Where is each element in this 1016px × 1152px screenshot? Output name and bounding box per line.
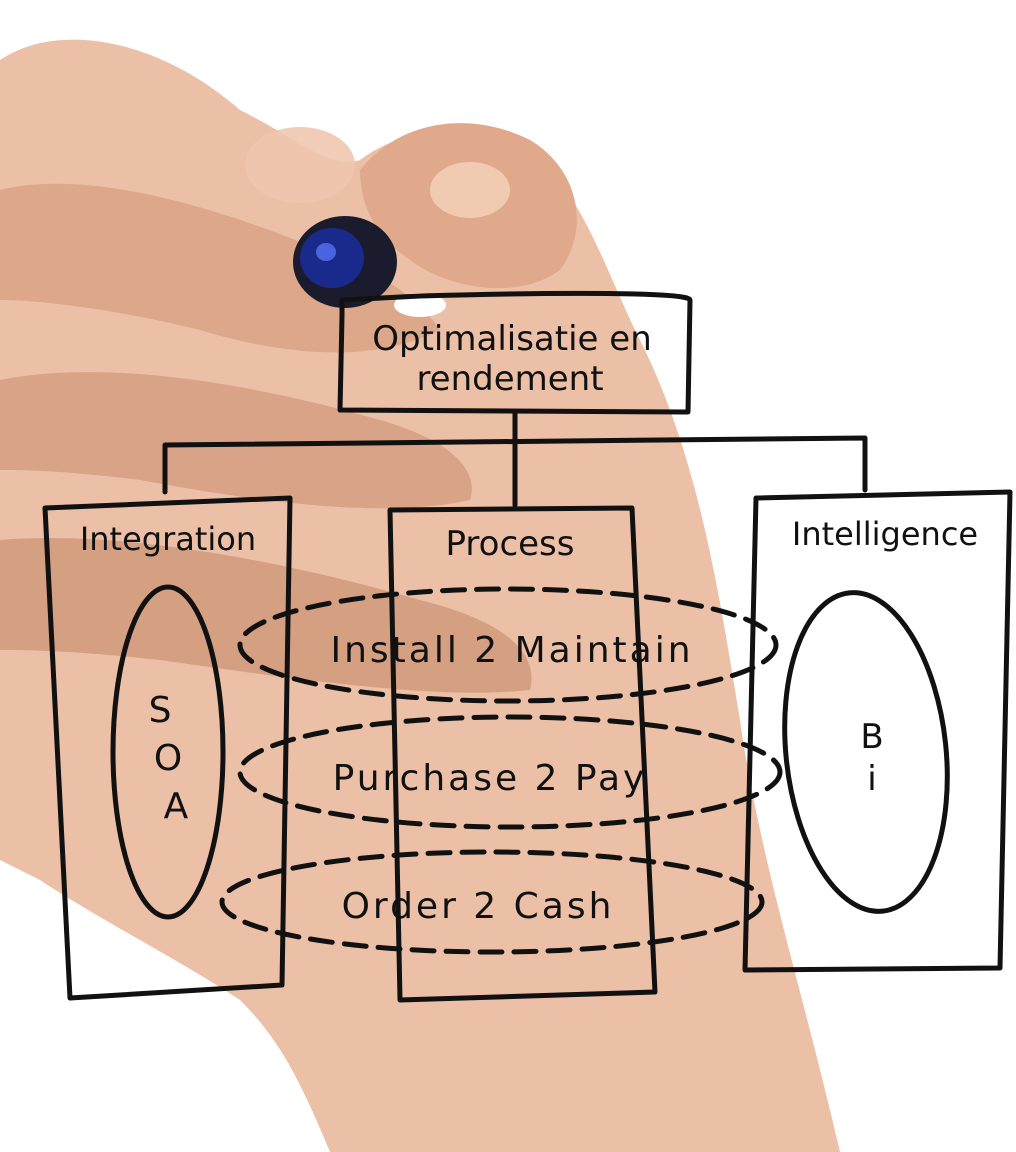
finger-upper [0,183,440,353]
integration-box [42,495,293,1001]
column-process: Process [387,505,658,1003]
intelligence-title: Intelligence [792,515,978,553]
process-ovals: Install 2 Maintain Purchase 2 Pay Order … [219,586,783,955]
bi-oval [782,590,950,914]
soa-letter-a: A [164,786,189,827]
finger-middle [0,372,472,509]
soa-letter-s: S [149,690,172,731]
connector-bar [162,435,868,495]
soa-letter-o: O [154,738,182,779]
process-label-install: Install 2 Maintain [330,630,693,671]
soa-oval [110,584,226,920]
top-box-line2: rendement [416,359,603,399]
top-box-line1: Optimalisatie en [372,319,652,359]
process-label-order: Order 2 Cash [342,886,615,927]
process-label-purchase: Purchase 2 Pay [333,758,648,799]
process-title: Process [446,524,575,564]
fingernail [430,162,510,218]
column-integration: Integration S O A [42,495,293,1001]
process-oval-order [219,849,765,955]
marker-cap-highlight [316,243,336,261]
top-box: Optimalisatie en rendement [337,290,693,415]
hand-photo [0,39,840,1152]
process-oval-purchase [237,714,783,830]
finger-lower [0,538,532,693]
thumbnail [245,127,355,203]
integration-title: Integration [80,520,256,558]
intelligence-box [742,489,1013,973]
bi-letter-b: B [860,717,883,757]
process-oval-install [237,586,779,704]
top-box-frame [337,290,693,415]
connectors [162,409,868,508]
bi-letter-i: i [867,759,876,799]
process-box [387,505,658,1003]
column-intelligence: Intelligence B i [742,489,1013,973]
